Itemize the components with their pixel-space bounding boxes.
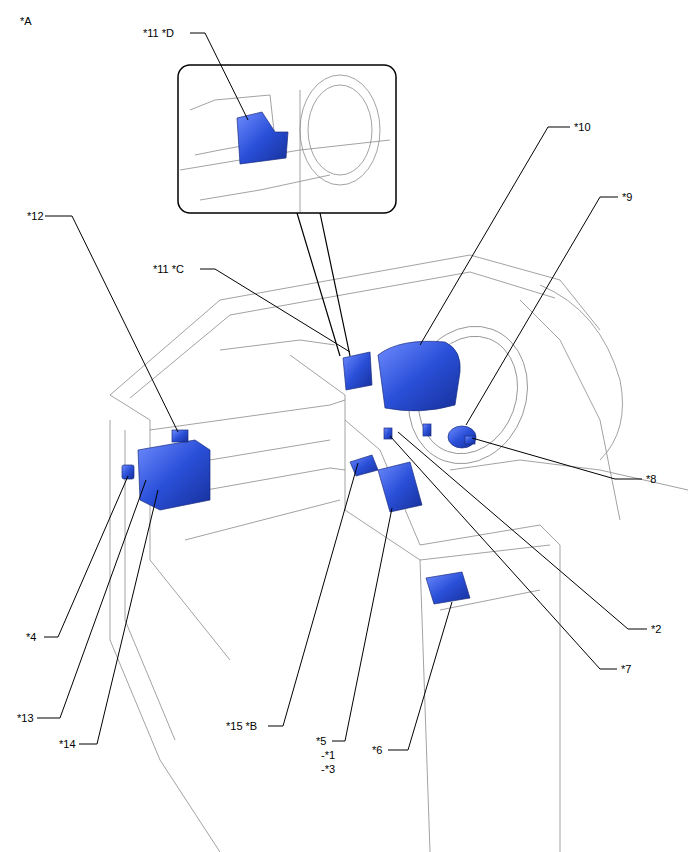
drawing-stroke [150,400,345,430]
callout-number: *A [20,14,32,28]
callout-number: *13 [17,711,34,725]
callout-number: *4 [26,630,36,644]
callout-number: *8 [646,472,656,486]
drawing-stroke [350,455,378,476]
leader-lines [37,33,647,750]
drawing-stroke [130,272,555,398]
drawing-stroke [423,424,431,436]
drawing-stroke [426,572,470,604]
callout-number: *15 *B [226,719,257,733]
drawing-stroke [420,525,560,852]
drawing-stroke [450,460,688,490]
drawing-stroke [300,90,301,212]
drawing-stroke [290,355,430,852]
inset-view [178,65,396,356]
drawing-stroke [540,285,623,460]
drawing-stroke [472,438,642,479]
dashboard-outline [110,255,688,852]
drawing-stroke [178,65,396,213]
drawing-stroke [110,420,220,852]
drawing-stroke [185,500,340,540]
drawing-stroke [520,300,620,520]
callout-number: *2 [651,622,661,636]
drawing-stroke [398,432,647,629]
callout-number: *6 [372,743,382,757]
callout-number: *11 *D [143,26,174,40]
drawing-stroke [110,395,230,660]
drawing-stroke [466,197,618,425]
drawing-stroke [378,341,460,411]
drawing-stroke [237,112,288,164]
drawing-stroke [332,508,392,741]
drawing-stroke [390,436,617,669]
drawing-stroke [190,33,248,120]
drawing-stroke [388,602,452,750]
callout-number: *7 [621,662,631,676]
callout-number: *10 [574,120,591,134]
drawing-stroke [44,476,128,637]
callout-number: *12 [27,209,44,223]
drawing-stroke [268,463,358,726]
callout-number: *11 *C [153,262,184,276]
callout-number: -*1 [321,748,335,762]
drawing-stroke [378,462,422,512]
drawing-stroke [200,269,350,352]
drawing-stroke [448,426,476,448]
drawing-stroke [172,430,188,442]
callout-number: -*3 [321,762,335,776]
drawing-stroke [200,175,330,200]
drawing-stroke [465,436,475,444]
drawing-stroke [220,340,335,350]
drawing-stroke [300,75,380,185]
callout-number: *14 [59,737,76,751]
drawing-stroke [343,352,372,390]
drawing-stroke [420,127,570,345]
drawing-stroke [297,213,350,356]
drawing-stroke [308,85,372,175]
callout-number: *5 [316,734,326,748]
drawing-stroke [37,480,146,718]
drawing-stroke [420,545,550,560]
callout-number: *9 [622,190,632,204]
drawing-stroke [79,490,158,744]
drawing-stroke [45,216,178,432]
drawing-stroke [138,440,210,510]
